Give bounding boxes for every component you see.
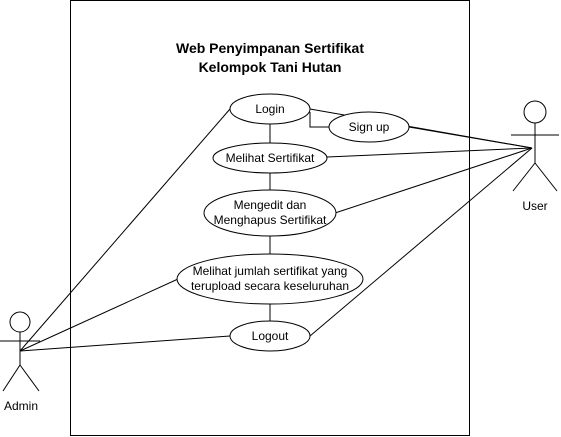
assoc-user-signup (408, 126, 533, 149)
actor-admin-leg-left (2, 364, 21, 392)
use-case-melihat-label: Melihat Sertifikat (226, 151, 315, 165)
actor-user-label: User (522, 199, 547, 213)
system-title-line2: Kelompok Tani Hutan (199, 59, 342, 75)
use-case-signup[interactable]: Sign up (328, 111, 410, 143)
system-title-line1: Web Penyimpanan Sertifikat (176, 40, 364, 56)
use-case-melihat-sertifikat[interactable]: Melihat Sertifikat (212, 142, 328, 174)
system-boundary (70, 0, 470, 436)
assoc-user-melihat (326, 147, 533, 158)
assoc-admin-logout (19, 335, 231, 352)
actor-user[interactable]: User (511, 100, 559, 213)
actor-user-leg-right (534, 162, 558, 192)
use-case-login-label: Login (255, 102, 284, 116)
use-case-mengedit-label-1: Mengedit dan (234, 198, 307, 212)
login-signup-arrow (309, 112, 332, 128)
actor-user-leg-left (512, 162, 536, 192)
use-case-jumlah-label-2: terupload secara keseluruhan (191, 279, 349, 293)
actor-admin[interactable]: Admin (0, 311, 40, 413)
assoc-admin-jumlah (19, 278, 179, 352)
use-case-mengedit-label-2: Menghapus Sertifikat (214, 213, 327, 227)
use-case-logout[interactable]: Logout (229, 320, 311, 352)
use-case-jumlah-label-1: Melihat jumlah sertifikat yang (193, 264, 348, 278)
assoc-user-mengedit (334, 147, 533, 214)
actor-admin-leg-right (19, 364, 40, 392)
actor-admin-label: Admin (4, 399, 38, 413)
actor-admin-head (9, 311, 31, 333)
assoc-user-logout (309, 147, 533, 337)
use-case-mengedit-menghapus[interactable]: Mengedit dan Menghapus Sertifikat (203, 189, 337, 237)
use-case-logout-label: Logout (252, 329, 289, 343)
use-case-signup-label: Sign up (349, 120, 390, 134)
assoc-admin-login (19, 108, 231, 352)
actor-user-head (523, 100, 547, 124)
use-case-melihat-jumlah[interactable]: Melihat jumlah sertifikat yang terupload… (176, 253, 364, 305)
use-case-login[interactable]: Login (229, 93, 311, 125)
